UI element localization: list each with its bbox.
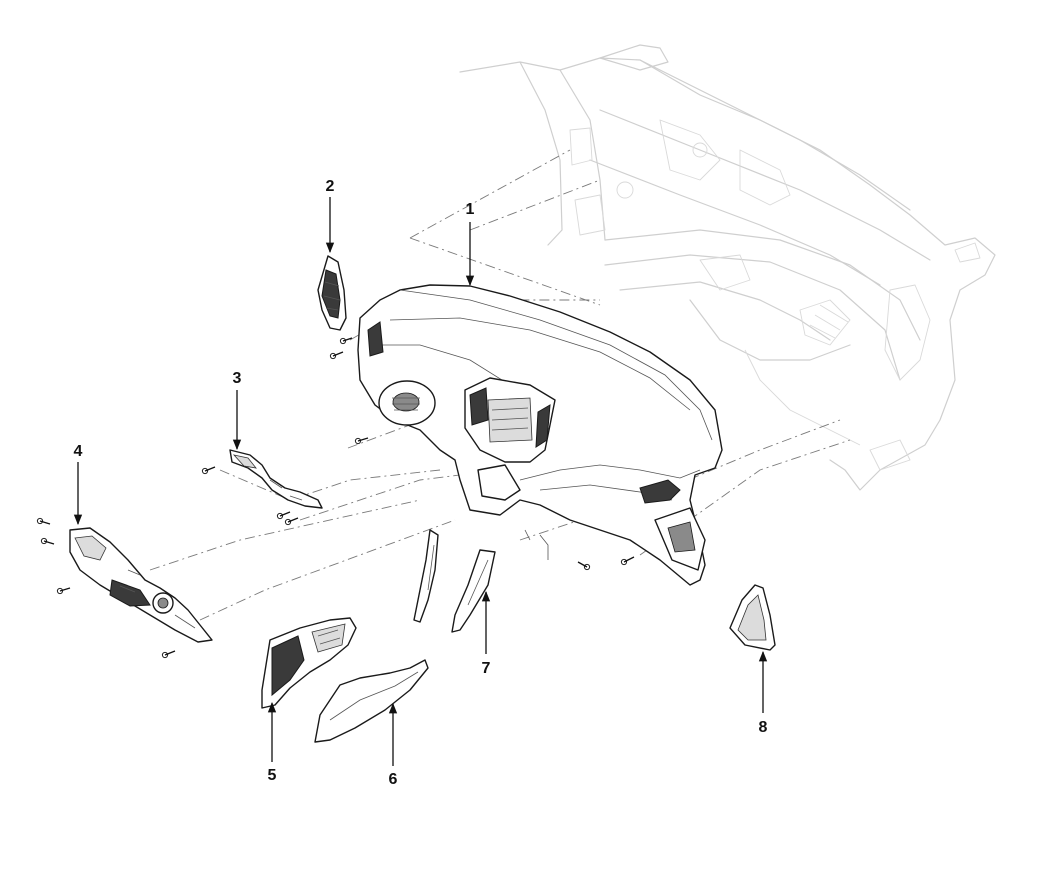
part-6-lower-lining [314, 659, 429, 743]
callout-7: 7 [482, 590, 491, 677]
callout-5: 5 [268, 701, 277, 784]
part-7-side-trim [413, 529, 496, 633]
part-2-side-cover [317, 255, 347, 331]
callout-3: 3 [233, 370, 242, 451]
screw-icon [36, 517, 51, 525]
callout-2: 2 [326, 178, 335, 254]
callout-6: 6 [389, 702, 398, 788]
part-4-lower-panel [69, 527, 213, 643]
screw-icon [577, 561, 591, 571]
screw-icon [56, 587, 71, 595]
screw-icon [354, 437, 369, 445]
screw-set [36, 337, 635, 659]
callout-4: 4 [74, 443, 83, 526]
part-5-center-lower-cover [261, 617, 357, 709]
part-8-end-cover [729, 584, 776, 651]
callout-1: 1 [466, 201, 475, 287]
callout-4-label: 4 [74, 443, 83, 460]
screw-icon [329, 351, 344, 360]
callout-1-label: 1 [466, 201, 475, 218]
callout-7-label: 7 [482, 660, 491, 677]
screw-icon [620, 556, 635, 566]
screw-icon [339, 337, 353, 345]
vehicle-body-outline [459, 44, 996, 491]
callout-5-label: 5 [268, 767, 277, 784]
screw-icon [161, 650, 176, 659]
callout-8-label: 8 [759, 719, 768, 736]
callout-6-label: 6 [389, 771, 398, 788]
callout-2-label: 2 [326, 178, 335, 195]
part-3-bracket [229, 449, 323, 509]
screw-icon [276, 511, 291, 520]
screw-icon [201, 466, 216, 475]
callout-3-label: 3 [233, 370, 242, 387]
screw-icon [284, 517, 299, 526]
crash-pad-main-panel [357, 284, 723, 586]
callout-8: 8 [759, 650, 768, 736]
screw-icon [40, 537, 55, 545]
